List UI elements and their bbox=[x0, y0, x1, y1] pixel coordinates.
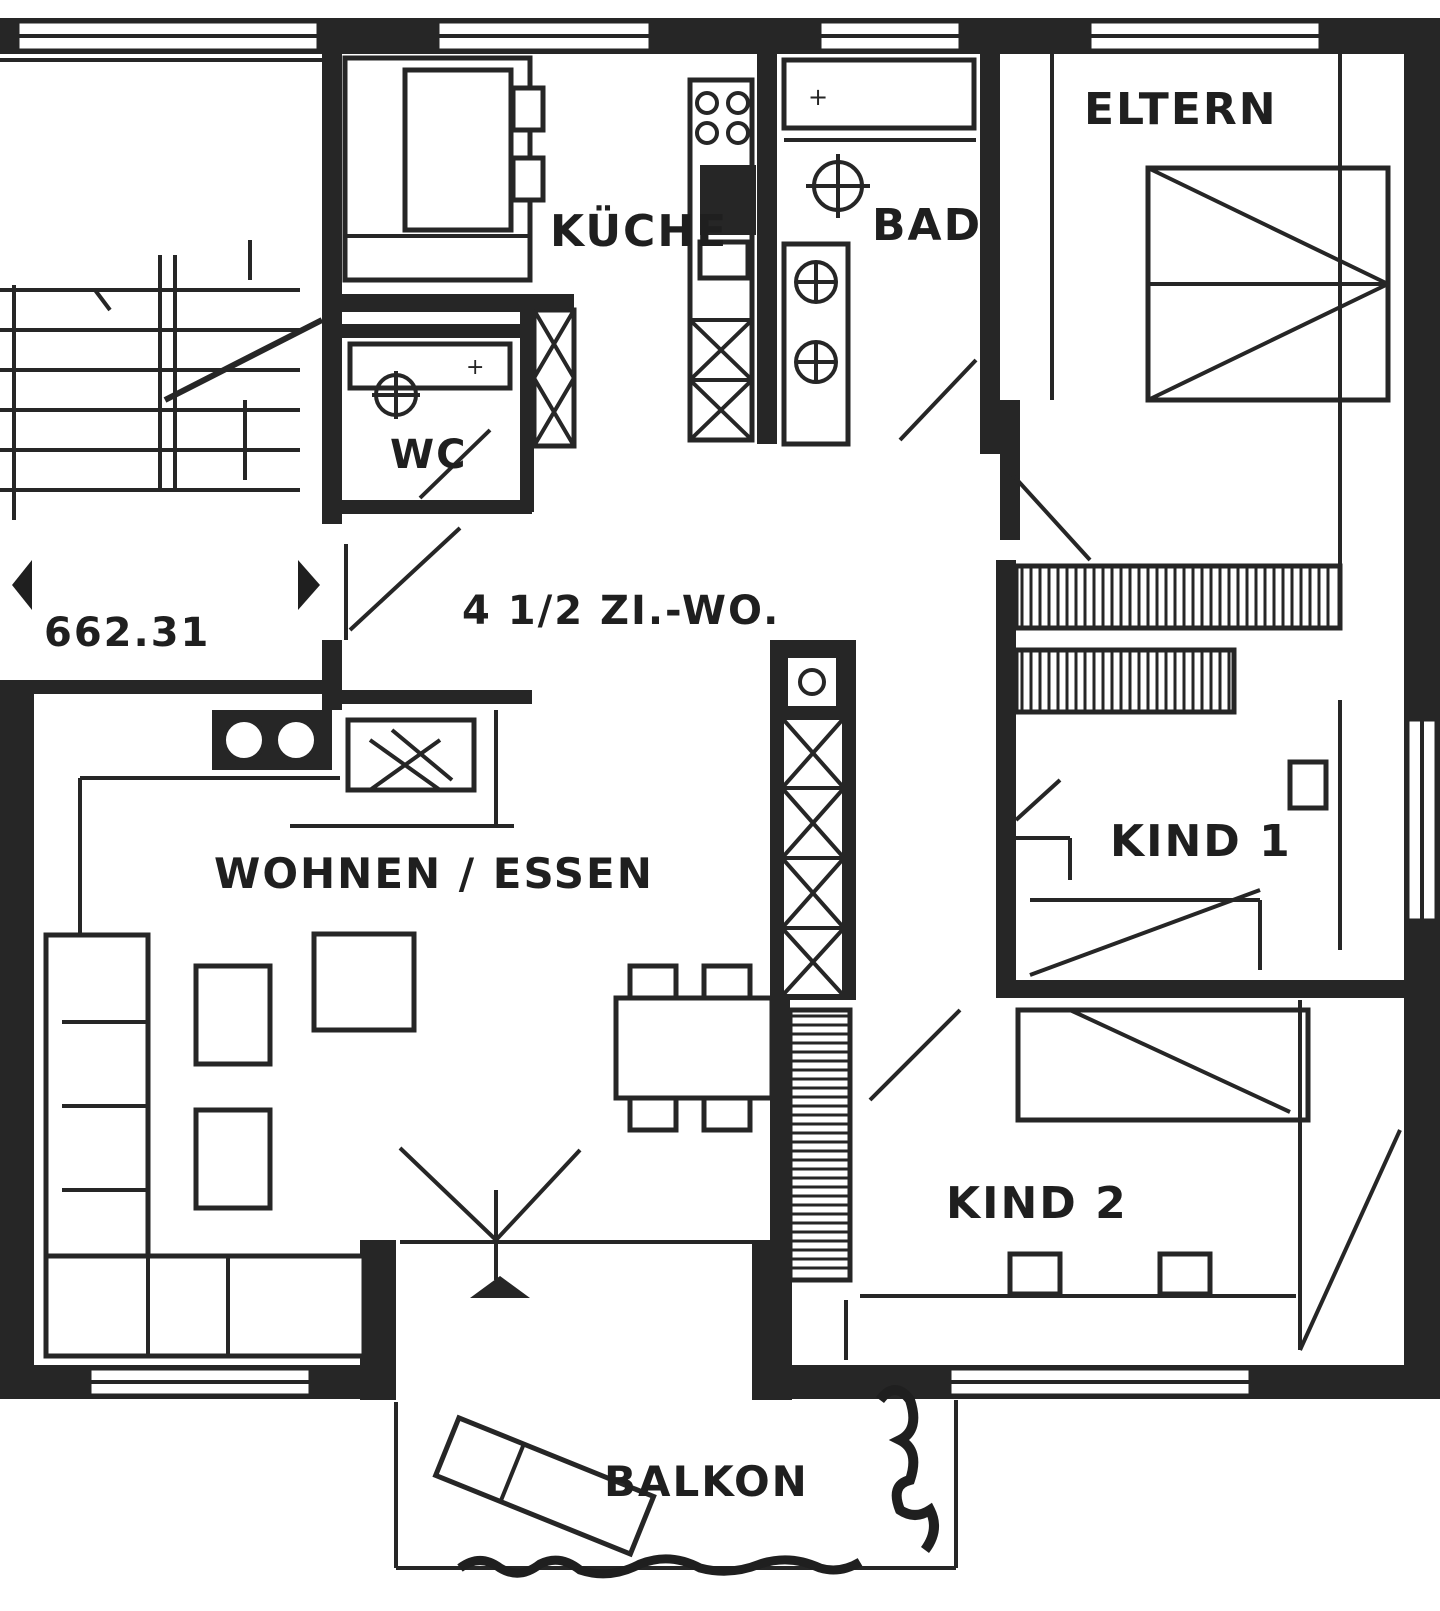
room-label-kind1: KIND 1 bbox=[1110, 816, 1292, 867]
kitchen-furniture bbox=[342, 55, 756, 443]
room-label-bad: BAD bbox=[872, 200, 982, 251]
wardrobe-stripes bbox=[1020, 568, 1330, 710]
top-windows bbox=[16, 20, 1322, 52]
living-furniture bbox=[43, 526, 775, 1359]
bathroom-fixtures: + bbox=[781, 57, 978, 447]
wc-fixtures: + bbox=[347, 307, 577, 500]
level-marker-value: 662.31 bbox=[44, 610, 210, 656]
kind1-furniture bbox=[1014, 700, 1342, 977]
svg-text:+: + bbox=[466, 355, 484, 380]
apartment-label: 4 1/2 ZI.-WO. bbox=[462, 588, 780, 634]
shaft bbox=[780, 654, 846, 998]
eltern-furniture bbox=[1008, 54, 1391, 715]
interior-walls bbox=[0, 54, 1404, 1370]
level-marker: 662.31 bbox=[12, 560, 320, 656]
staircase bbox=[0, 58, 324, 520]
room-label-wohnen-essen: WOHNEN / ESSEN bbox=[214, 849, 654, 898]
room-label-balkon: BALKON bbox=[604, 1457, 809, 1506]
room-label-kind2: KIND 2 bbox=[946, 1178, 1128, 1229]
room-label-wc: WC bbox=[390, 432, 467, 478]
radiator-stripes bbox=[792, 1014, 848, 1270]
right-window bbox=[1406, 718, 1438, 922]
arrow-left-icon bbox=[12, 560, 32, 610]
kind2-furniture bbox=[787, 1000, 1402, 1360]
bottom-windows bbox=[88, 1367, 1252, 1397]
arrow-right-icon bbox=[298, 560, 320, 610]
room-label-kueche: KÜCHE bbox=[550, 204, 728, 257]
balcony bbox=[394, 1385, 958, 1579]
room-label-eltern: ELTERN bbox=[1084, 84, 1278, 135]
room-labels: KÜCHE BAD ELTERN WC 4 1/2 ZI.-WO. WOHNEN… bbox=[214, 84, 1292, 1506]
svg-text:+: + bbox=[808, 83, 828, 111]
